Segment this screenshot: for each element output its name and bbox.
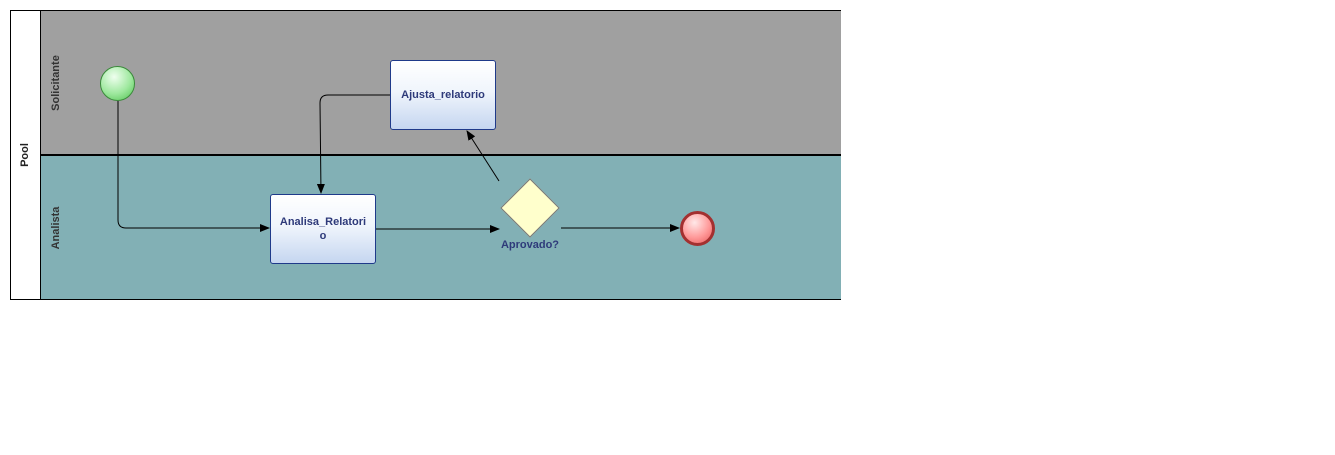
lane-header-solicitante: Solicitante [41, 11, 71, 154]
lane-label-solicitante: Solicitante [50, 55, 62, 111]
flow-ajusta-to-analisa[interactable] [316, 94, 390, 194]
pool[interactable]: Pool Solicitante Analista [10, 10, 841, 300]
task-ajusta-relatorio[interactable]: Ajusta_relatorio [390, 60, 496, 130]
pool-header: Pool [11, 11, 41, 299]
gateway-label: Aprovado? [500, 239, 560, 251]
flow-start-to-analisa[interactable] [117, 101, 270, 232]
end-event[interactable] [680, 211, 715, 246]
lane-label-analista: Analista [50, 206, 62, 250]
lane-header-analista: Analista [41, 156, 71, 299]
task-analisa-relatorio-label: Analisa_Relatorio [279, 216, 367, 242]
flow-gateway-to-ajusta[interactable] [466, 130, 500, 182]
task-ajusta-relatorio-label: Ajusta_relatorio [401, 89, 485, 101]
pool-label: Pool [19, 143, 31, 167]
start-event[interactable] [100, 66, 135, 101]
task-analisa-relatorio[interactable]: Analisa_Relatorio [270, 194, 376, 264]
